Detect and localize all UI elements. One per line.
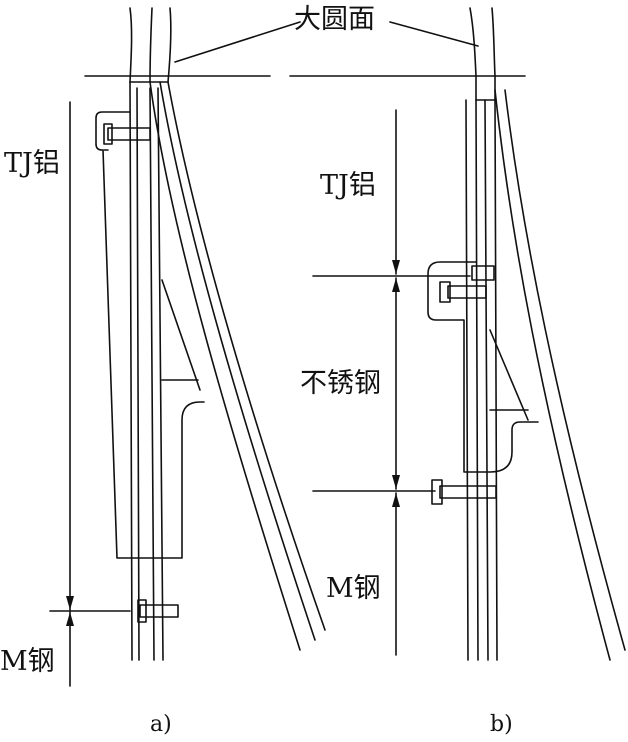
figure-b-drawing [427,7,626,661]
label-big-round-surface: 大圆面 [294,4,375,35]
label-a-tj-aluminum: TJ铝 [4,148,60,179]
label-b-tj-aluminum: TJ铝 [320,170,376,201]
caption-b: b) [490,712,513,737]
figure-a-drawing [95,7,326,661]
label-a-m-steel: M钢 [0,646,55,677]
caption-a: a) [150,712,172,737]
dimension-lines-b [392,109,400,656]
reference-lines [49,75,526,612]
label-leader-lines [174,21,479,63]
label-b-stainless-steel: 不锈钢 [300,368,381,399]
label-b-m-steel: M钢 [326,573,381,604]
dimension-lines-a [66,101,74,687]
